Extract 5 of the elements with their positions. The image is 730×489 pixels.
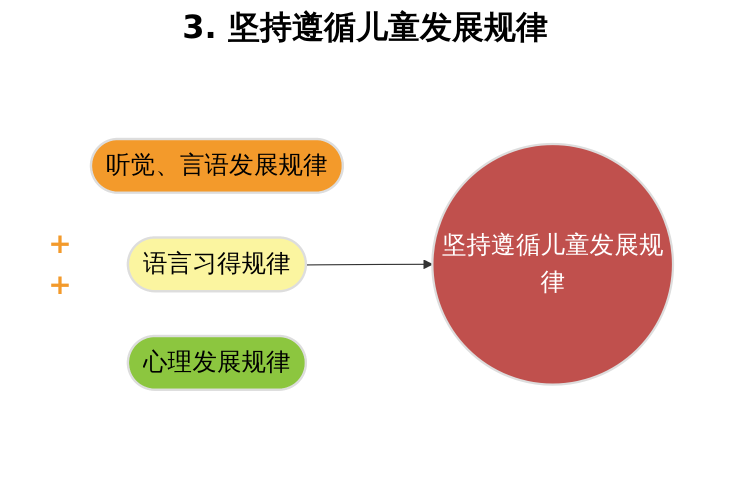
arrow — [306, 259, 433, 269]
node-circle: 坚持遵循儿童发展规律 — [430, 142, 674, 386]
title: 3. 坚持遵循儿童发展规律 — [181, 7, 549, 48]
plus-sign: + — [48, 268, 72, 301]
plus-sign: + — [48, 227, 72, 260]
